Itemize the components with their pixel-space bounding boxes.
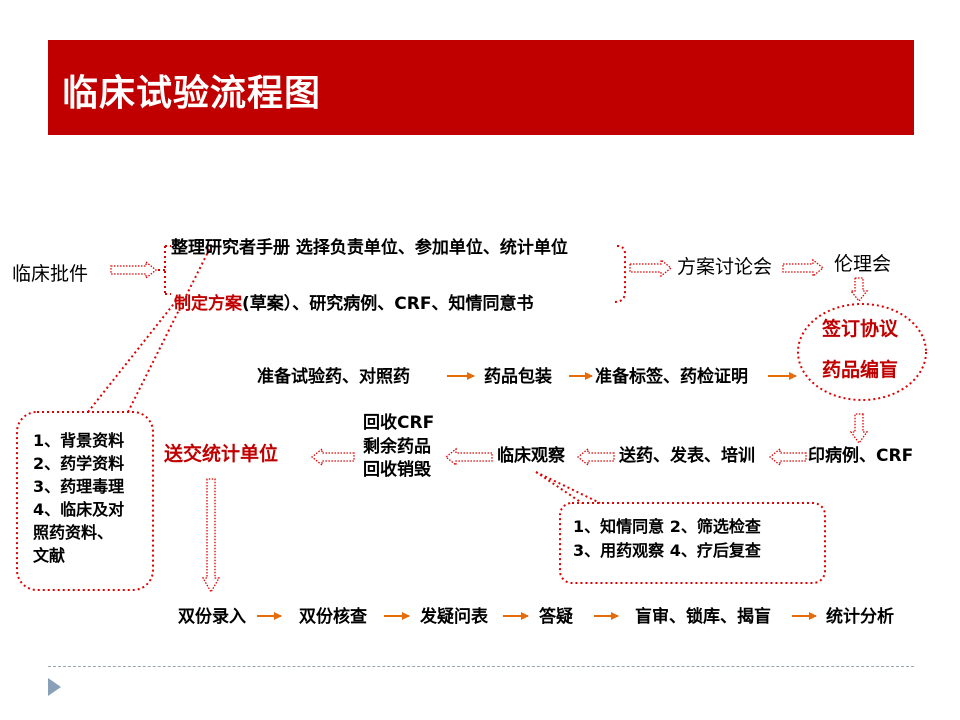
node-answer-query: 答疑	[539, 607, 573, 627]
hollow-arrow-recover-left	[310, 447, 355, 467]
bracket-right	[613, 245, 626, 303]
node-double-check: 双份核查	[299, 607, 367, 627]
materials-box	[16, 411, 154, 591]
node-sign-agreement: 签订协议	[822, 318, 899, 340]
materials-item-4: 4、临床及对	[33, 500, 125, 519]
materials-item-6: 文献	[33, 546, 66, 565]
materials-connector-a	[87, 295, 181, 413]
footer-divider	[48, 666, 914, 667]
node-ethics: 伦理会	[834, 253, 892, 275]
slide-nav-triangle-icon[interactable]	[48, 678, 61, 696]
node-query-form: 发疑问表	[420, 607, 488, 627]
page-title: 临床试验流程图	[62, 73, 322, 114]
node-clinical-observe: 临床观察	[497, 446, 565, 466]
node-drug-packaging: 药品包装	[484, 367, 552, 387]
node-double-entry: 双份录入	[178, 607, 246, 627]
node-prepare-manual: 整理研究者手册 选择负责单位、参加单位、统计单位	[171, 238, 568, 258]
hollow-arrow-approval-right	[110, 260, 158, 280]
observation-item-2: 3、用药观察 4、疗后复查	[573, 541, 761, 560]
materials-item-1: 1、背景资料	[33, 431, 125, 450]
hollow-arrow-to-ethics	[782, 258, 825, 278]
node-remaining-drugs: 剩余药品	[363, 437, 431, 457]
hollow-arrow-to-meeting	[629, 258, 673, 278]
node-print-crf: 印病例、CRF	[808, 446, 914, 466]
hollow-arrow-ethics-down	[849, 277, 869, 303]
materials-connector-b	[127, 243, 213, 413]
hollow-arrow-stats-down	[201, 478, 221, 594]
protocol-prefix: 制定方案	[174, 294, 242, 314]
node-protocol-meeting: 方案讨论会	[677, 256, 773, 278]
materials-item-5: 照药资料、	[33, 523, 114, 542]
node-drug-blinding: 药品编盲	[822, 359, 899, 381]
hollow-arrow-crf-left	[768, 447, 807, 467]
hollow-arrow-sign-down	[849, 413, 869, 445]
protocol-rest: (草案）、研究病例、CRF、知情同意书	[242, 294, 534, 314]
observation-box	[559, 502, 826, 584]
observation-item-1: 1、知情同意 2、筛选检查	[573, 517, 761, 536]
node-recover-crf: 回收CRF	[363, 413, 435, 433]
title-bar	[48, 40, 914, 135]
hollow-arrow-deliver-left	[576, 447, 615, 467]
agreement-ellipse	[797, 303, 927, 401]
observation-connector-a	[535, 471, 601, 504]
hollow-arrow-observe-left	[444, 447, 493, 467]
bracket-left	[158, 245, 171, 295]
node-protocol: 制定方案(草案）、研究病例、CRF、知情同意书	[174, 294, 533, 314]
materials-item-3: 3、药理毒理	[33, 477, 125, 496]
node-approval: 临床批件	[12, 263, 89, 285]
materials-item-2: 2、药学资料	[33, 454, 125, 473]
node-prepare-drugs: 准备试验药、对照药	[257, 367, 410, 387]
node-send-stats: 送交统计单位	[164, 443, 279, 465]
node-prepare-labels: 准备标签、药检证明	[595, 367, 748, 387]
node-stat-analysis: 统计分析	[826, 607, 894, 627]
node-recover-destroy: 回收销毁	[363, 460, 431, 480]
node-deliver-train: 送药、发表、培训	[619, 446, 755, 466]
node-blind-review: 盲审、锁库、揭盲	[635, 607, 771, 627]
observation-connector-b	[535, 471, 583, 504]
